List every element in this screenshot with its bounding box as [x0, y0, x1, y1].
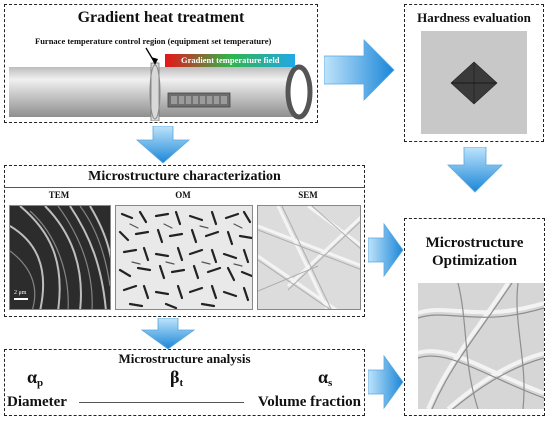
analysis-title: Microstructure analysis: [118, 351, 251, 366]
arrow-characterization-to-optimization: [368, 222, 404, 278]
symbol-alpha-p: αp: [27, 367, 43, 389]
volume-fraction-caption: Volume fraction: [257, 394, 361, 410]
optimization-title-line1: Microstructure: [425, 235, 524, 251]
sem-micrograph: [257, 205, 361, 310]
arrow-hardness-to-optimization: [447, 147, 503, 193]
furnace-region-label: Furnace temperature control region (equi…: [35, 36, 272, 46]
optimization-box: Microstructure Optimization: [404, 218, 545, 416]
arrow-to-analysis: [140, 318, 196, 350]
arrow-to-hardness: [324, 39, 395, 101]
optimized-micrograph: [418, 283, 544, 409]
heat-treatment-box: Gradient heat treatment Furnace temperat…: [4, 4, 318, 123]
panel-label-om: OM: [175, 190, 191, 200]
arrow-analysis-to-optimization: [368, 354, 404, 410]
symbol-alpha-p-sub: p: [37, 377, 44, 389]
tem-scale-label: 2 μm: [14, 290, 27, 296]
furnace-tube-illustration: [9, 47, 313, 121]
hardness-box: Hardness evaluation: [404, 4, 544, 142]
gradient-field-label: Gradient temperature field: [181, 55, 280, 65]
symbol-alpha-s-sub: s: [328, 377, 333, 389]
tube-opening: [285, 64, 313, 120]
hardness-indent-panel: [421, 31, 527, 134]
characterization-title: Microstructure characterization: [88, 169, 281, 184]
hardness-title: Hardness evaluation: [417, 10, 531, 25]
characterization-box: Microstructure characterization TEM OM S…: [4, 165, 365, 317]
om-micrograph: [115, 205, 253, 310]
heat-treatment-title: Gradient heat treatment: [77, 9, 245, 26]
symbol-beta-t-base: β: [170, 367, 180, 387]
symbol-alpha-p-base: α: [27, 367, 38, 387]
symbol-beta-t-sub: t: [179, 377, 184, 389]
analysis-box: Microstructure analysis αp βt αs Diamete…: [4, 349, 365, 416]
symbol-beta-t: βt: [170, 367, 183, 389]
tem-micrograph: 2 μm: [9, 205, 111, 310]
symbol-alpha-s-base: α: [318, 367, 329, 387]
panel-label-sem: SEM: [298, 190, 318, 200]
gradient-field-bar: [165, 54, 295, 67]
arrow-to-characterization: [135, 126, 191, 164]
panel-label-tem: TEM: [48, 190, 70, 200]
optimization-title-line2: Optimization: [432, 253, 517, 269]
symbol-alpha-s: αs: [318, 367, 332, 389]
caption-divider: [79, 402, 244, 403]
diameter-caption: Diameter: [7, 394, 67, 410]
